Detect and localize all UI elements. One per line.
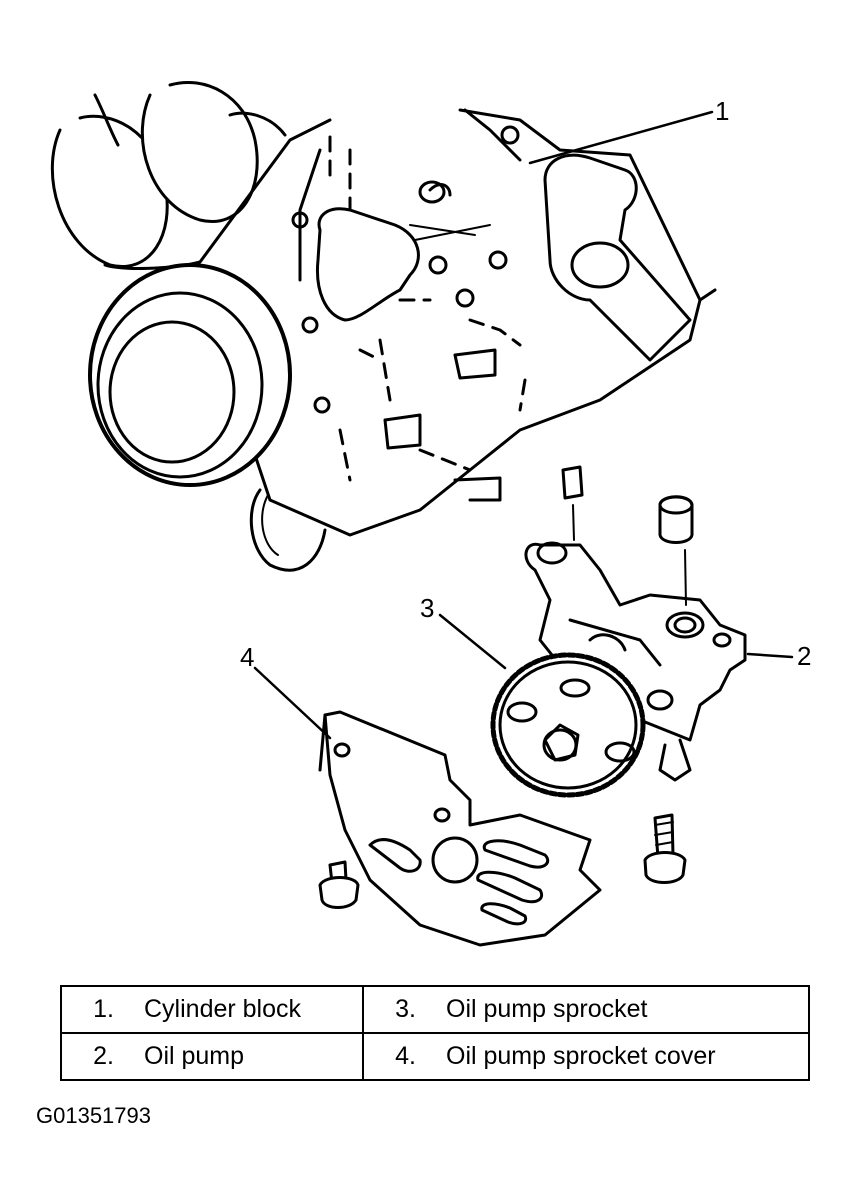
legend-item-3: 3. Oil pump sprocket: [362, 985, 810, 1034]
cylinder-block: [50, 80, 717, 572]
legend-item-4: 4. Oil pump sprocket cover: [362, 1032, 810, 1081]
exploded-view-drawing: 1 2 3 4: [50, 80, 811, 947]
bolts: [318, 813, 687, 909]
legend-number: 4.: [395, 1042, 416, 1070]
callout-leaders: [253, 110, 794, 740]
callout-3: 3: [420, 593, 434, 623]
oil-pump-sprocket: [490, 652, 646, 798]
legend-row: 2. Oil pump 4. Oil pump sprocket cover: [60, 1032, 810, 1081]
callout-1: 1: [715, 96, 729, 126]
callout-4: 4: [240, 642, 254, 672]
legend-label: Oil pump sprocket: [446, 995, 648, 1023]
legend-item-1: 1. Cylinder block: [60, 985, 364, 1034]
legend-row: 1. Cylinder block 3. Oil pump sprocket: [60, 985, 810, 1034]
legend-label: Oil pump sprocket cover: [446, 1042, 716, 1070]
legend-number: 1.: [93, 995, 114, 1023]
callout-2: 2: [797, 641, 811, 671]
legend-item-2: 2. Oil pump: [60, 1032, 364, 1081]
oil-pump-sprocket-cover: [318, 710, 602, 947]
legend-number: 2.: [93, 1042, 114, 1070]
figure-id: G01351793: [36, 1103, 151, 1128]
oil-pump: [524, 465, 747, 782]
legend-label: Oil pump: [144, 1042, 245, 1070]
legend-label: Cylinder block: [144, 995, 302, 1023]
parts-legend-table: 1. Cylinder block 3. Oil pump sprocket 2. O…: [60, 985, 810, 1081]
legend-number: 3.: [395, 995, 416, 1023]
